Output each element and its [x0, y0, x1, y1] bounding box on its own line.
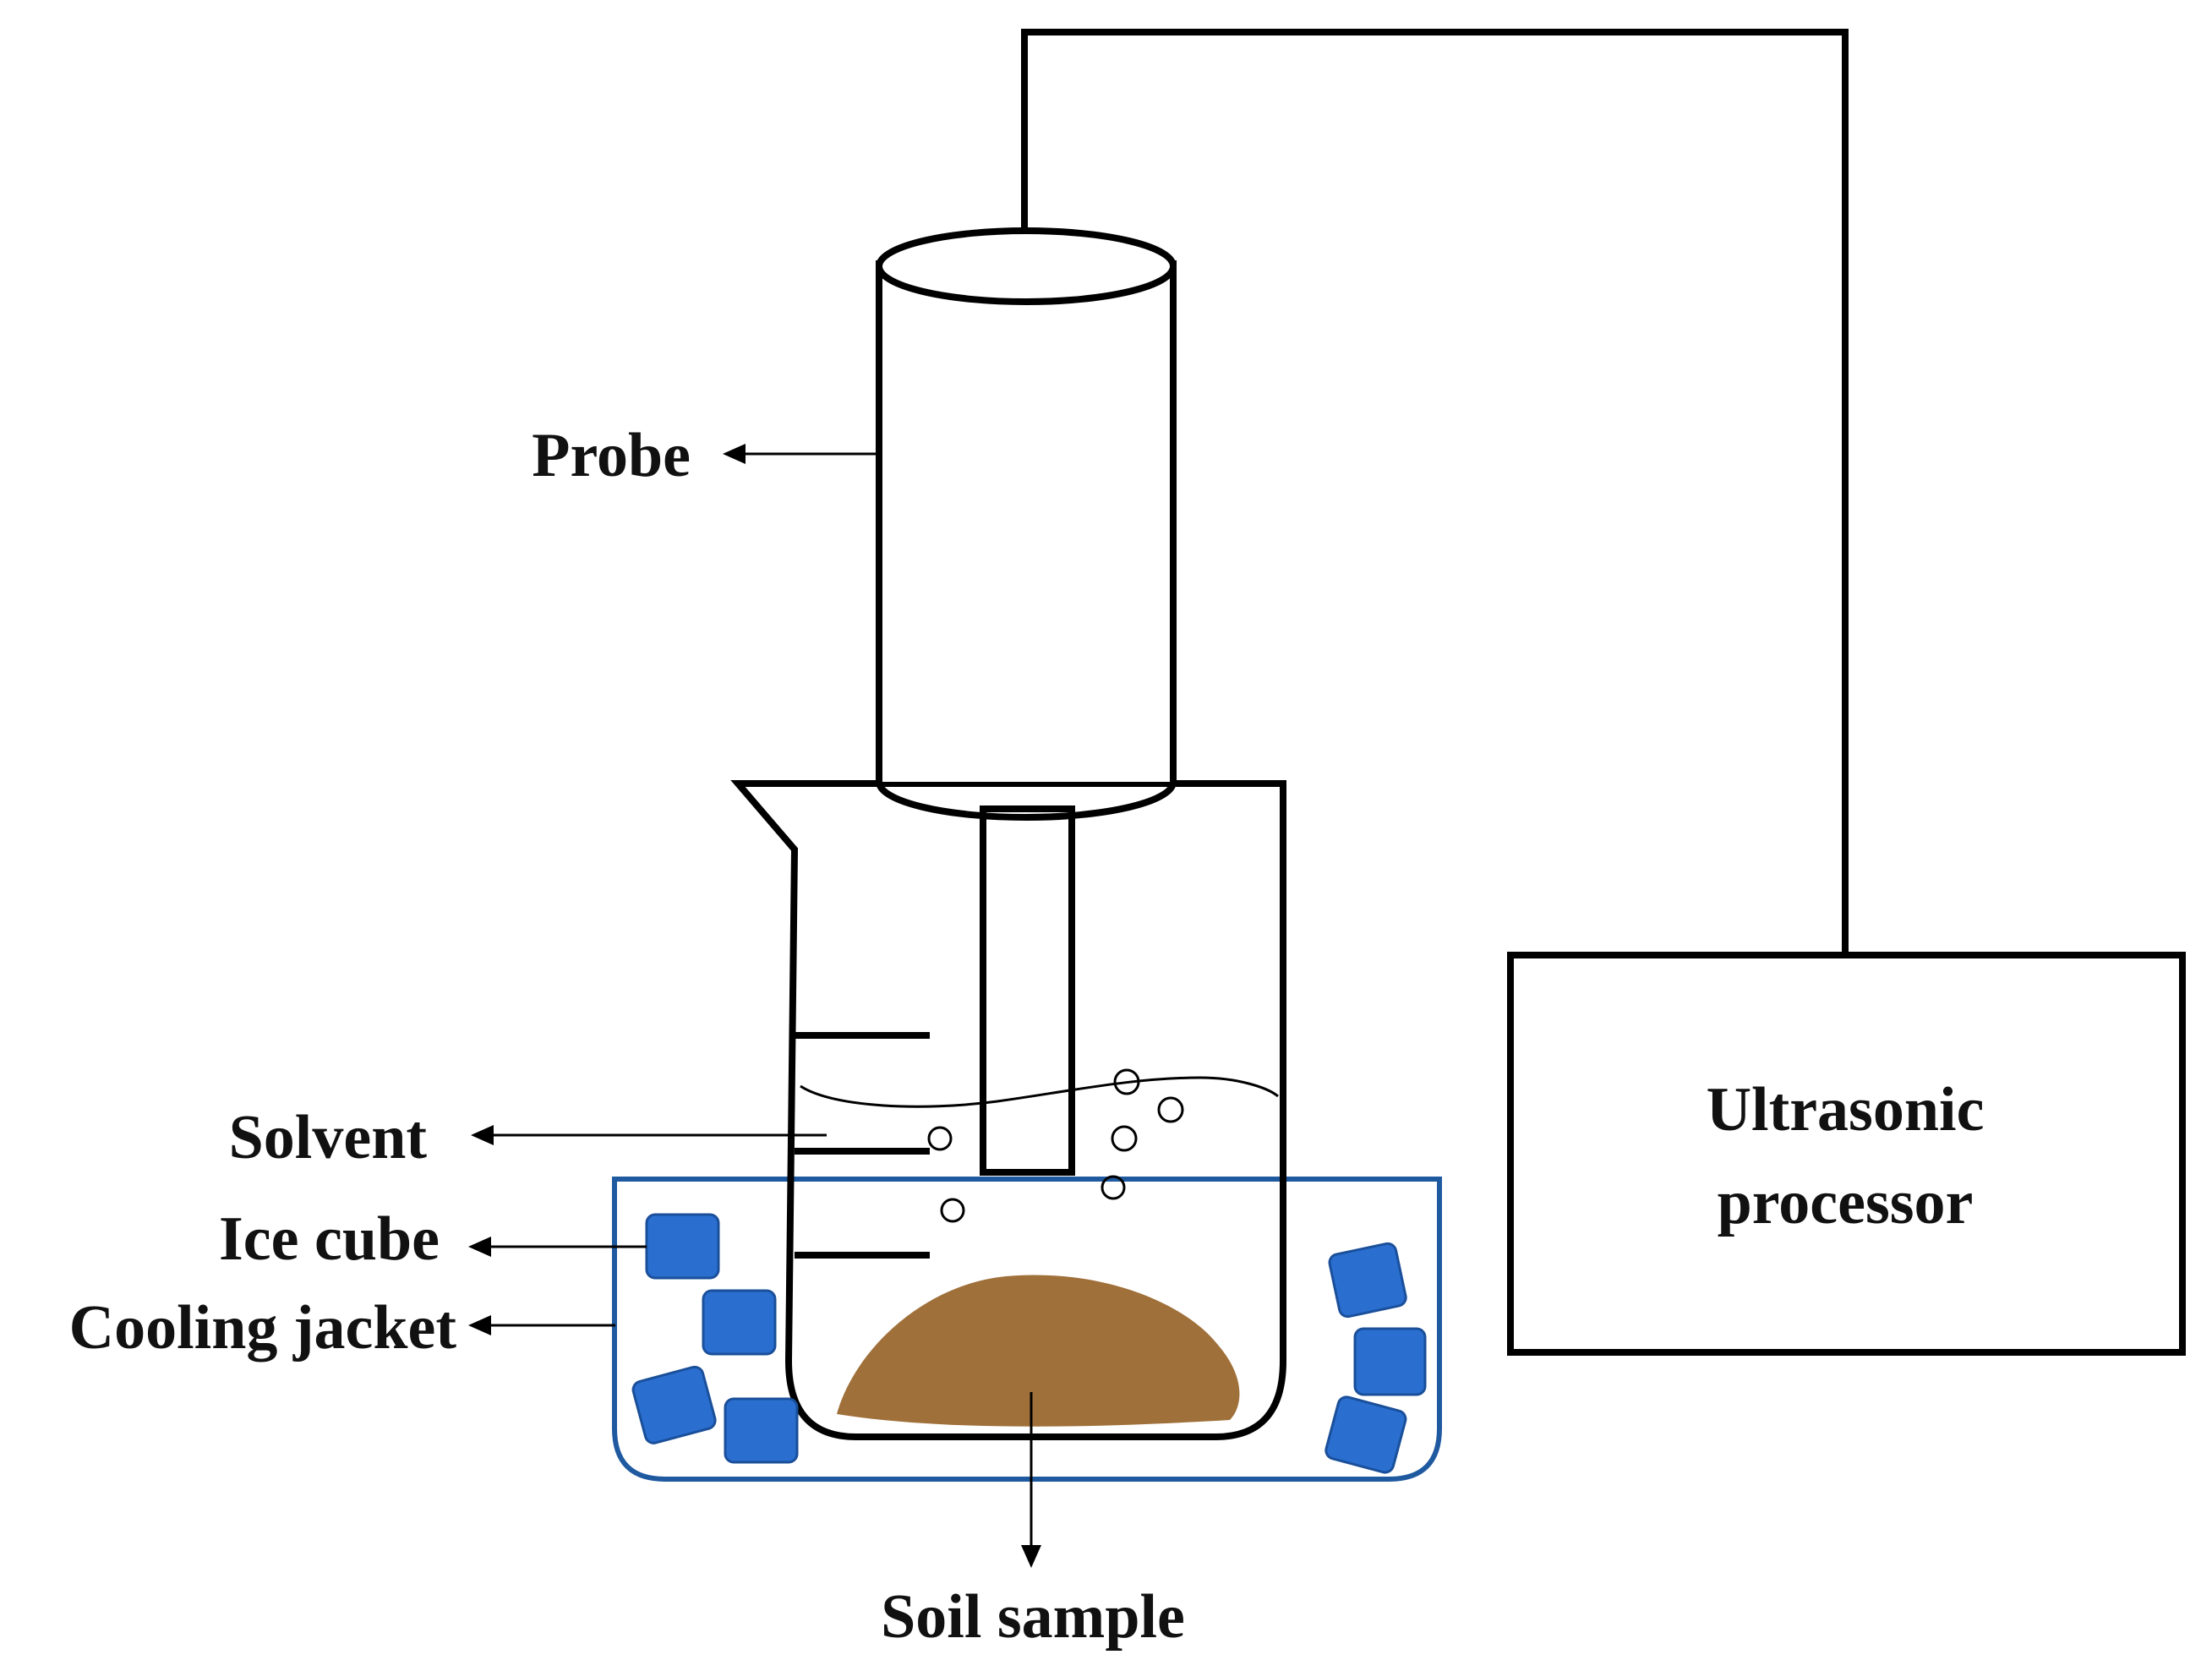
probe-body [879, 260, 1173, 782]
processor-label-line2: processor [1718, 1168, 1974, 1237]
beaker [730, 780, 1286, 1440]
bubble [1157, 1096, 1184, 1123]
cooling-jacket-label: Cooling jacket [69, 1293, 457, 1362]
ice-cube [631, 1365, 717, 1444]
ice-cube [724, 1397, 799, 1464]
ice-cube-label: Ice cube [219, 1204, 440, 1274]
bubble [940, 1198, 965, 1223]
ice-cube [1324, 1395, 1407, 1474]
ice-cube [645, 1213, 720, 1280]
ice-cube [1328, 1242, 1407, 1319]
bubble [927, 1126, 953, 1151]
soil-sample [837, 1275, 1240, 1427]
bubble [1101, 1175, 1126, 1200]
probe-bottom [876, 781, 1177, 821]
cooling-jacket [612, 1177, 1442, 1482]
probe-horn [980, 805, 1075, 1176]
probe-top [876, 227, 1177, 305]
solvent-label: Solvent [229, 1103, 428, 1172]
probe-label: Probe [532, 421, 691, 490]
solvent-surface [800, 1076, 1279, 1108]
connection-cable [1021, 29, 1849, 955]
ice-cube [1353, 1327, 1427, 1396]
bubble [1111, 1125, 1138, 1152]
processor-label-line1: Ultrasonic [1707, 1075, 1985, 1144]
ice-cube [702, 1289, 777, 1356]
bubble [1113, 1068, 1140, 1095]
soil-sample-label: Soil sample [881, 1582, 1185, 1652]
ultrasonic-processor-box [1507, 952, 2186, 1356]
